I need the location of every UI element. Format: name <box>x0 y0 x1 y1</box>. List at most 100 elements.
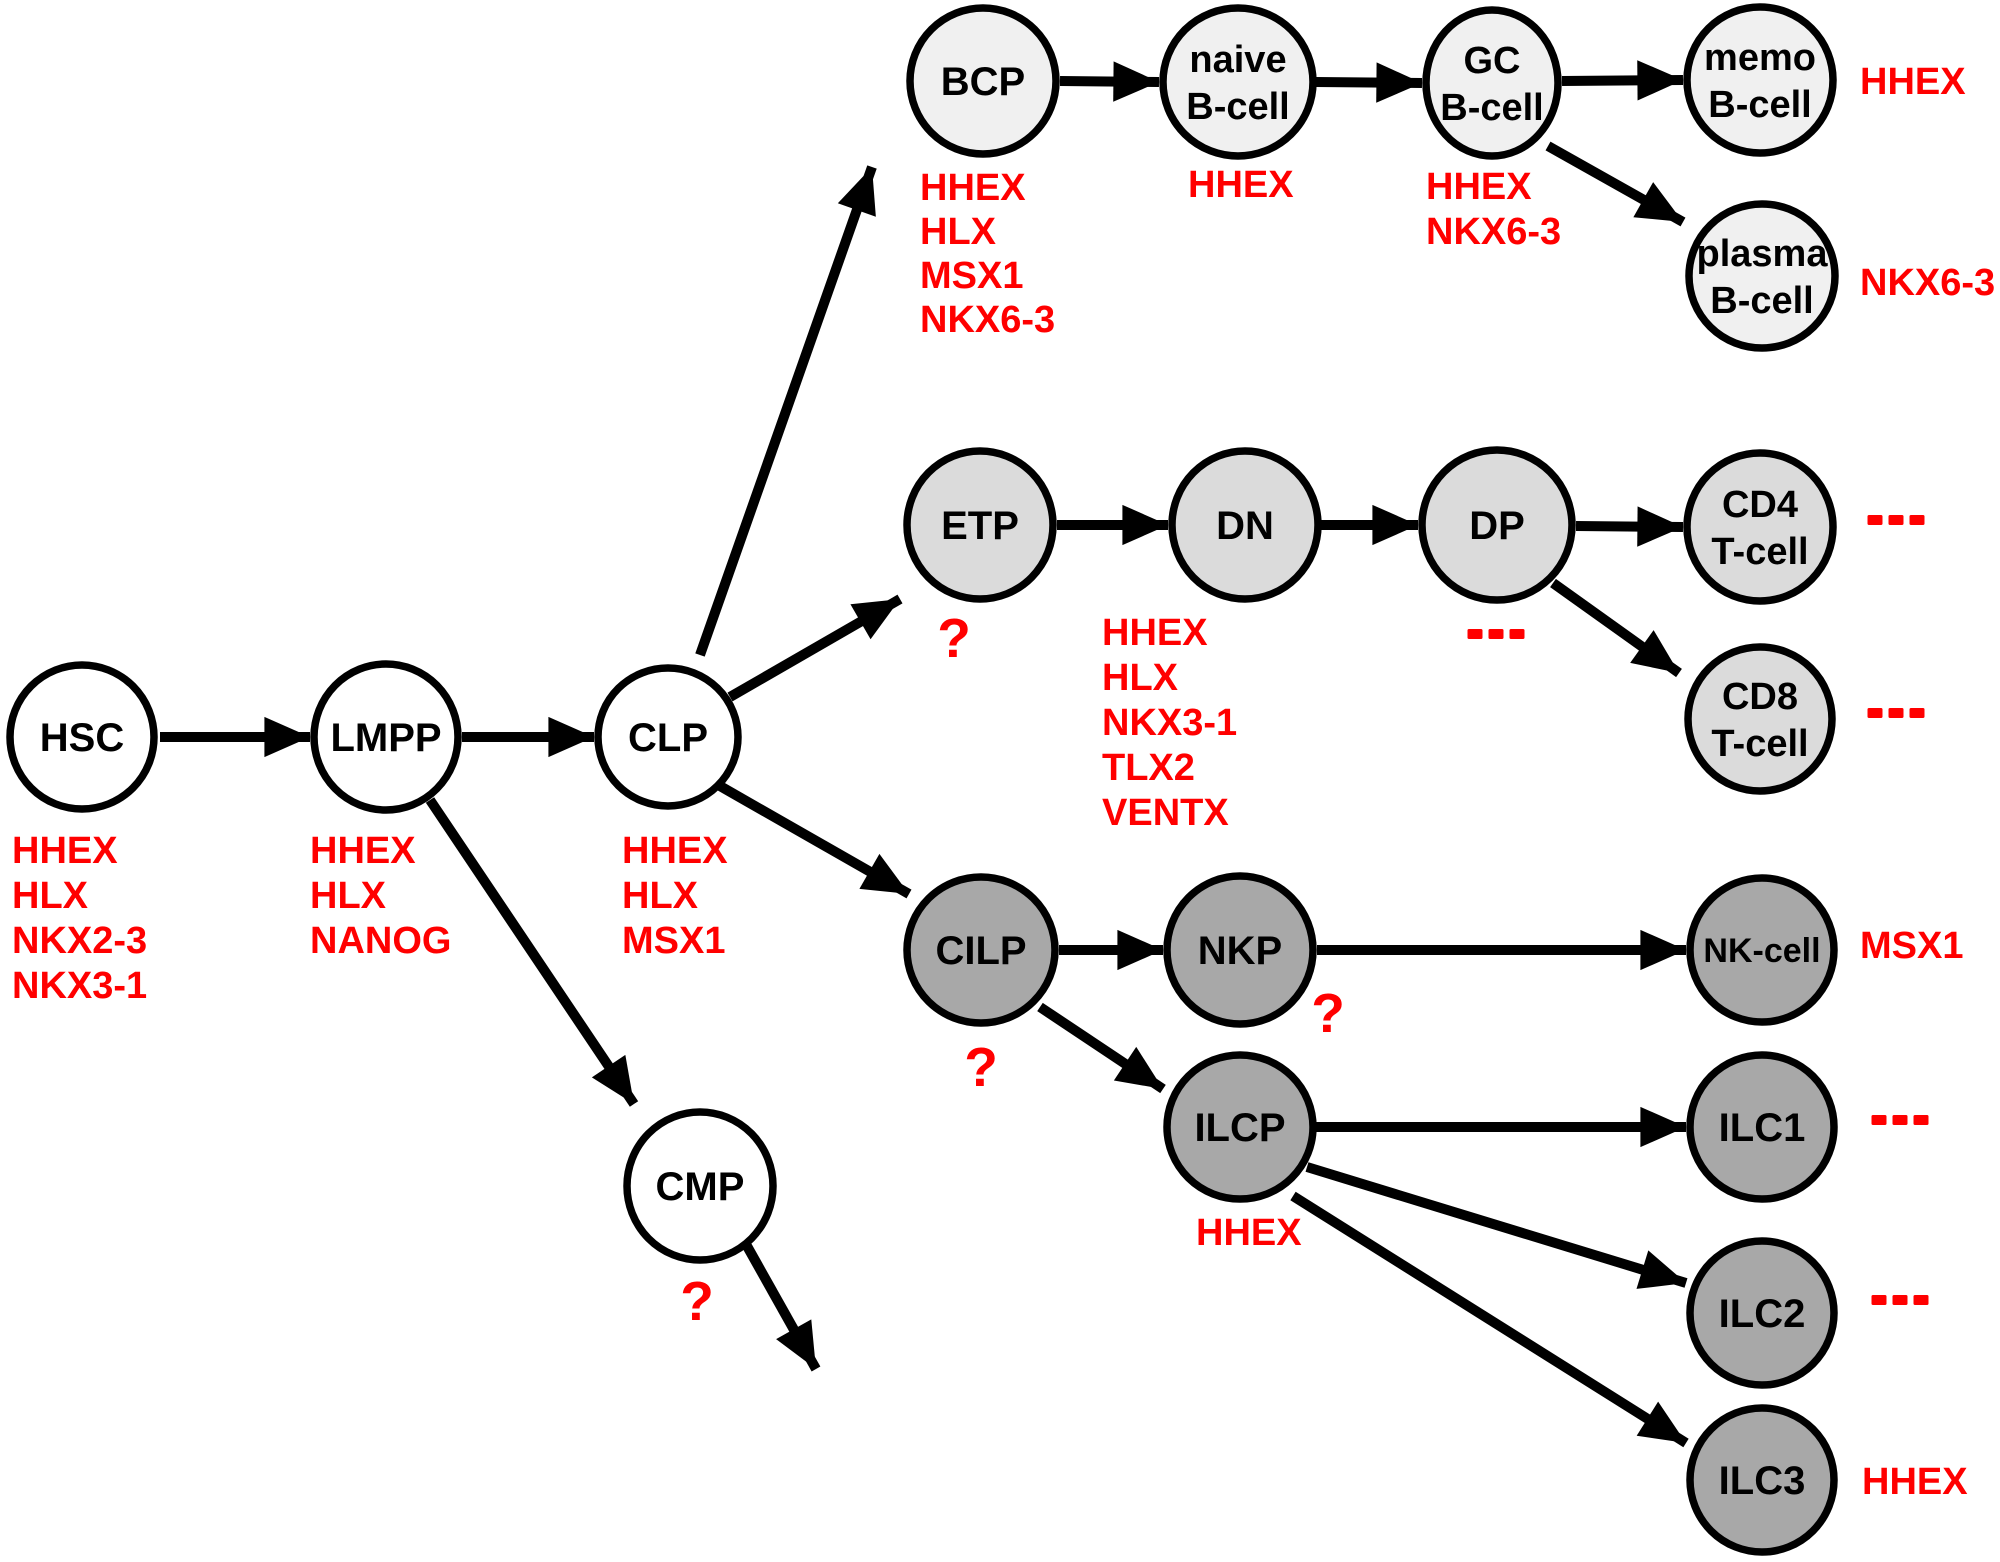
edge-gc-memo <box>1561 60 1684 101</box>
annotation-naive: HHEX <box>1188 164 1294 206</box>
node-ilc2-label: ILC2 <box>1719 1292 1806 1336</box>
annotation-plasma: NKX6-3 <box>1860 262 1995 304</box>
annotation-etp-question-mark: ? <box>937 607 971 669</box>
annotation-hsc-line-3: NKX3-1 <box>12 965 147 1007</box>
edge-dp-cd8 <box>1550 578 1682 678</box>
annotation-cd4-dash-2 <box>1909 515 1925 525</box>
node-ilcp-circle <box>1163 1051 1317 1203</box>
annotation-cmp: ? <box>680 1270 714 1332</box>
node-hsc-label: HSC <box>40 716 124 760</box>
node-nkp-label: NKP <box>1198 929 1282 973</box>
annotation-dp <box>1467 629 1525 639</box>
node-dn: DN <box>1168 447 1322 603</box>
node-dp-circle <box>1418 446 1576 604</box>
annotation-naive-line-0: HHEX <box>1188 164 1294 206</box>
edge-cmp-out <box>742 1243 821 1372</box>
annotation-lmpp-line-1: HLX <box>310 875 387 917</box>
node-bcp-circle <box>906 4 1060 158</box>
annotation-dn-line-0: HHEX <box>1102 612 1208 654</box>
node-dp-label: DP <box>1469 504 1525 548</box>
node-hsc-circle <box>6 661 158 813</box>
annotation-nkp-question-mark: ? <box>1311 982 1345 1044</box>
node-ilcp-label: ILCP <box>1194 1106 1285 1150</box>
node-etp-label: ETP <box>941 504 1019 548</box>
annotation-ilcp-line-0: HHEX <box>1196 1212 1302 1254</box>
node-etp-circle <box>903 447 1057 603</box>
annotation-cd8-dash-2 <box>1909 708 1925 718</box>
edge-naive-gc <box>1315 62 1423 103</box>
node-memo-circle <box>1683 3 1837 157</box>
annotation-bcp-line-3: NKX6-3 <box>920 299 1055 341</box>
node-dn-circle <box>1168 447 1322 603</box>
node-nk: NK-cell <box>1686 874 1838 1026</box>
edge-bcp-naive <box>1059 61 1160 102</box>
node-nkp-circle <box>1163 872 1317 1028</box>
annotation-ilc1-dash-1 <box>1892 1115 1908 1125</box>
annotation-nkp: ? <box>1311 982 1345 1044</box>
node-lmpp-circle <box>310 660 462 814</box>
annotation-dn-line-4: VENTX <box>1102 792 1229 834</box>
annotation-dn-line-1: HLX <box>1102 657 1179 699</box>
annotation-hsc-line-0: HHEX <box>12 830 118 872</box>
annotation-cd8-dash-1 <box>1888 708 1904 718</box>
annotation-cd4-dash-0 <box>1867 515 1883 525</box>
annotation-clp-line-1: HLX <box>622 875 699 917</box>
edge-gc-plasma <box>1545 141 1686 227</box>
edge-lmpp-cmp <box>425 797 639 1107</box>
annotation-dn-line-3: TLX2 <box>1102 747 1195 789</box>
annotation-ilc2-dash-1 <box>1892 1295 1908 1305</box>
node-cd8-circle <box>1684 643 1836 795</box>
node-ilcp: ILCP <box>1163 1051 1317 1203</box>
node-ilc1: ILC1 <box>1686 1051 1838 1203</box>
annotation-ilcp: HHEX <box>1196 1212 1302 1254</box>
node-ilc1-circle <box>1686 1051 1838 1203</box>
annotation-nk: MSX1 <box>1860 925 1963 967</box>
node-ilc1-label: ILC1 <box>1719 1106 1806 1150</box>
node-naive-circle <box>1159 4 1317 160</box>
annotation-ilc2-dash-2 <box>1913 1295 1929 1305</box>
node-lmpp-label: LMPP <box>330 716 441 760</box>
annotation-lmpp-line-2: NANOG <box>310 920 451 962</box>
annotation-etp: ? <box>937 607 971 669</box>
node-nk-label: NK-cell <box>1703 932 1820 970</box>
edge-cilp-ilcp <box>1037 1002 1166 1094</box>
node-cmp-circle <box>623 1108 777 1264</box>
node-bcp: BCP <box>906 4 1060 158</box>
edge-clp-etp <box>727 594 903 702</box>
annotation-hsc-line-2: NKX2-3 <box>12 920 147 962</box>
node-gc-circle <box>1422 6 1562 160</box>
node-clp: CLP <box>594 664 742 810</box>
node-nk-circle <box>1686 874 1838 1026</box>
node-cilp-circle <box>903 873 1059 1027</box>
node-ilc2: ILC2 <box>1686 1237 1838 1389</box>
node-bcp-label: BCP <box>941 60 1025 104</box>
annotation-clp-line-0: HHEX <box>622 830 728 872</box>
annotation-cilp-question-mark: ? <box>964 1036 998 1098</box>
annotation-nk-line-0: MSX1 <box>1860 925 1963 967</box>
annotation-memo-line-0: HHEX <box>1860 61 1966 103</box>
annotation-dp-dash-1 <box>1488 629 1504 639</box>
node-ilc3-circle <box>1686 1404 1838 1556</box>
annotation-lmpp-line-0: HHEX <box>310 830 416 872</box>
node-nkp: NKP <box>1163 872 1317 1028</box>
annotation-hsc-line-1: HLX <box>12 875 89 917</box>
annotation-ilc2 <box>1871 1295 1929 1305</box>
node-dp: DP <box>1418 446 1576 604</box>
annotation-cd4 <box>1867 515 1925 525</box>
annotation-dp-dash-2 <box>1509 629 1525 639</box>
annotation-cd4-dash-1 <box>1888 515 1904 525</box>
node-hsc: HSC <box>6 661 158 813</box>
node-plasma-circle <box>1685 200 1839 352</box>
